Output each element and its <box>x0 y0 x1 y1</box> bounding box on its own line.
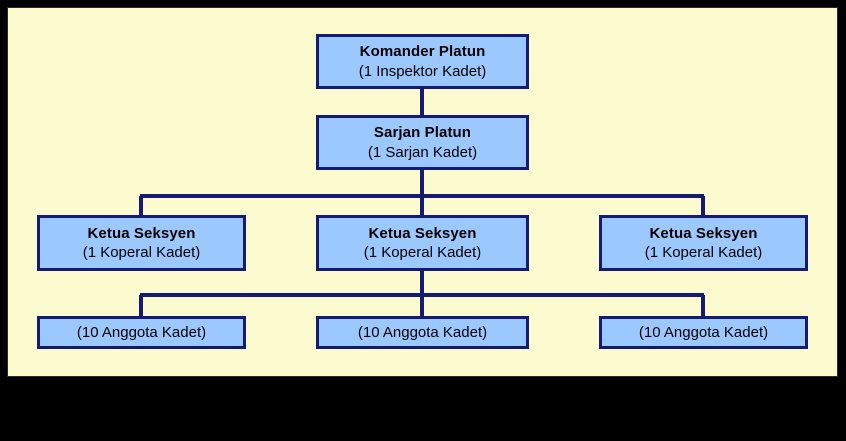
node-anggota-kadet-1[interactable]: (10 Anggota Kadet) <box>37 316 246 349</box>
node-subtitle: (1 Inspektor Kadet) <box>358 62 487 80</box>
node-sarjan-platun[interactable]: Sarjan Platun (1 Sarjan Kadet) <box>316 115 529 170</box>
node-subtitle: (1 Koperal Kadet) <box>644 244 763 261</box>
node-subtitle: (1 Sarjan Kadet) <box>367 143 478 161</box>
node-ketua-seksyen-2[interactable]: Ketua Seksyen (1 Koperal Kadet) <box>316 215 529 271</box>
node-subtitle: (1 Koperal Kadet) <box>82 244 201 261</box>
node-komander-platun[interactable]: Komander Platun (1 Inspektor Kadet) <box>316 34 529 89</box>
node-title: Ketua Seksyen <box>368 224 477 242</box>
node-subtitle: (10 Anggota Kadet) <box>638 323 769 341</box>
node-ketua-seksyen-3[interactable]: Ketua Seksyen (1 Koperal Kadet) <box>599 215 808 271</box>
node-subtitle: (1 Koperal Kadet) <box>363 244 482 261</box>
node-subtitle: (10 Anggota Kadet) <box>357 323 488 341</box>
node-title: Ketua Seksyen <box>87 224 196 242</box>
node-title: Komander Platun <box>359 43 486 61</box>
node-anggota-kadet-2[interactable]: (10 Anggota Kadet) <box>316 316 529 349</box>
bottom-black-band <box>0 378 846 441</box>
node-title: Sarjan Platun <box>373 124 472 142</box>
node-title: Ketua Seksyen <box>649 224 758 242</box>
node-ketua-seksyen-1[interactable]: Ketua Seksyen (1 Koperal Kadet) <box>37 215 246 271</box>
node-anggota-kadet-3[interactable]: (10 Anggota Kadet) <box>599 316 808 349</box>
node-subtitle: (10 Anggota Kadet) <box>76 323 207 341</box>
